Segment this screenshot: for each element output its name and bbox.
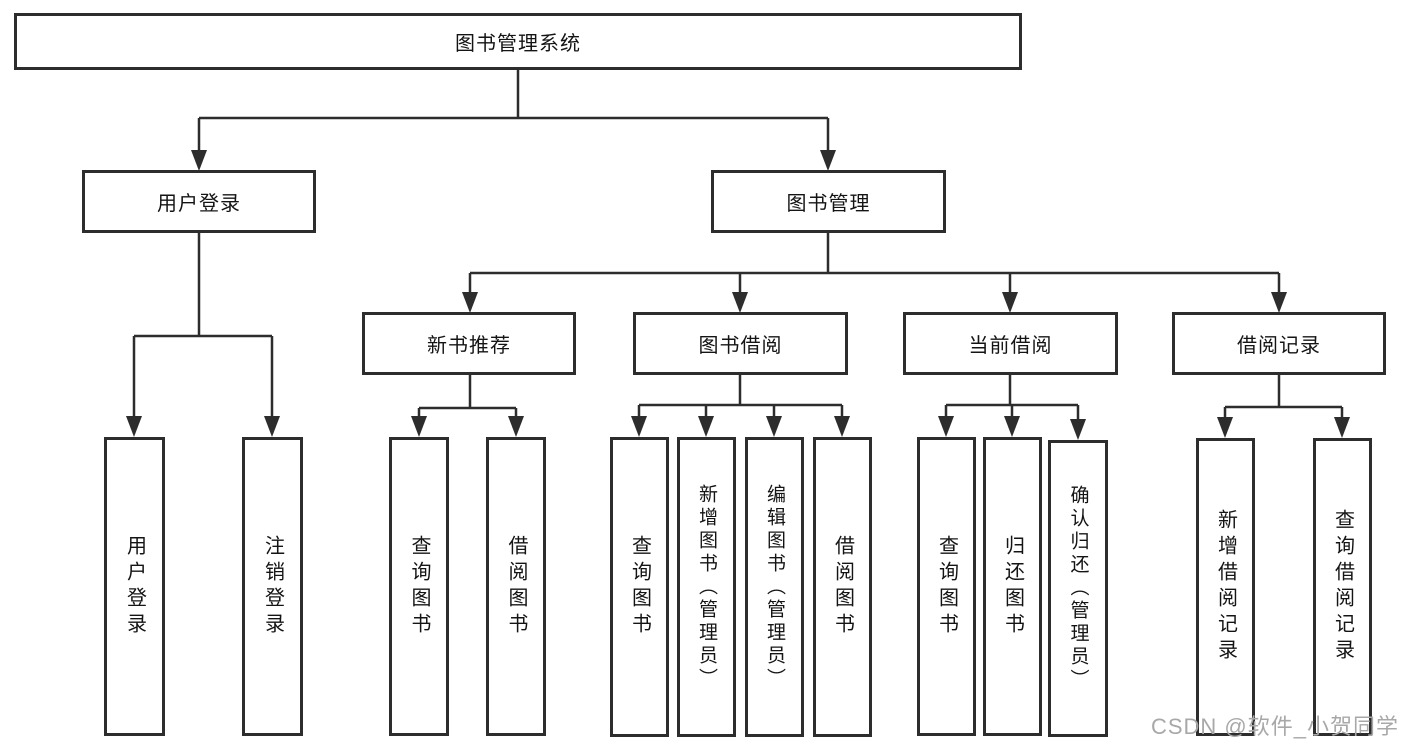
- node-borrowing-records: 借阅记录: [1172, 312, 1386, 375]
- node-library-management-system: 图书管理系统: [14, 13, 1022, 70]
- csdn-watermark: CSDN @软件_小贺同学: [1150, 714, 1399, 739]
- node-book-borrowing: 图书借阅: [633, 312, 848, 375]
- leaf-add-book-admin: 新增图书（管理员）: [677, 437, 736, 737]
- leaf-query-borrow-record: 查询借阅记录: [1313, 438, 1372, 736]
- leaf-user-login: 用户登录: [104, 437, 165, 736]
- node-new-book-recommendation: 新书推荐: [362, 312, 576, 375]
- leaf-query-books-recommend: 查询图书: [389, 437, 449, 736]
- leaf-logout: 注销登录: [242, 437, 303, 736]
- leaf-confirm-return-admin: 确认归还（管理员）: [1048, 440, 1108, 737]
- leaf-return-book: 归还图书: [983, 437, 1042, 736]
- node-user-login: 用户登录: [82, 170, 316, 233]
- leaf-borrow-books: 借阅图书: [813, 437, 872, 737]
- node-current-borrowing: 当前借阅: [903, 312, 1118, 375]
- leaf-borrow-books-recommend: 借阅图书: [486, 437, 546, 736]
- leaf-add-borrow-record: 新增借阅记录: [1196, 438, 1255, 736]
- leaf-query-books-current: 查询图书: [917, 437, 976, 736]
- leaf-edit-book-admin: 编辑图书（管理员）: [745, 437, 804, 737]
- leaf-query-books-borrow: 查询图书: [610, 437, 669, 737]
- node-book-management: 图书管理: [711, 170, 946, 233]
